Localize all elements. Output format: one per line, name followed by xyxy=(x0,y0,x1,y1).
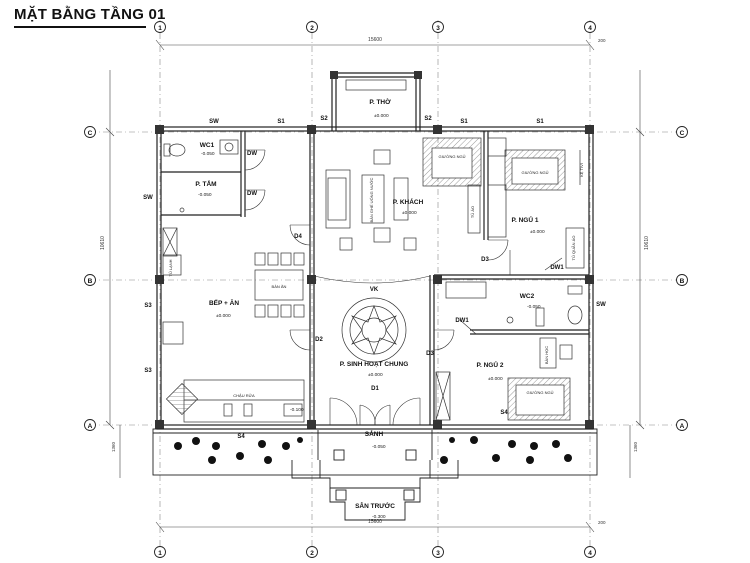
grid-bubbles xyxy=(84,21,688,558)
door-dw-a: DW xyxy=(247,151,257,157)
columns xyxy=(155,71,594,429)
window-s4-b: S4 xyxy=(500,410,508,416)
room-sinh-hoat: P. SINH HOẠT CHUNG xyxy=(340,361,409,368)
dining-table xyxy=(254,252,305,318)
label-giuong-ngu-1b: GIƯỜNG NGỦ xyxy=(521,170,548,175)
level-bep-an: ±0.000 xyxy=(216,313,231,319)
grid-row-c-right: C xyxy=(680,130,685,137)
room-p-tam: P. TẮM xyxy=(195,179,216,188)
dim-right-total: 10610 xyxy=(644,236,650,250)
floor-medallion xyxy=(341,297,407,363)
window-s1-b: S1 xyxy=(460,119,468,125)
grid-col-3-top: 3 xyxy=(436,25,440,32)
page-title: MẶT BẰNG TẦNG 01 xyxy=(14,6,166,23)
label-ban-ghe: BÀN GHẾ UỐNG NƯỚC xyxy=(369,177,374,222)
grid-col-2-top: 2 xyxy=(310,25,314,32)
room-san-truoc: SÂN TRƯỚC xyxy=(355,501,395,510)
window-s2-b: S2 xyxy=(424,116,432,122)
dim-right-lower: 1360 xyxy=(633,441,638,452)
grid-row-c-left: C xyxy=(88,130,93,137)
level-bench: -0.100 xyxy=(290,407,304,413)
label-tu-ao: TỦ ÁO xyxy=(470,206,475,218)
room-wc1: WC1 xyxy=(200,142,215,149)
front-doors xyxy=(329,397,421,426)
label-chau-rua: CHẬU RỬA xyxy=(233,393,255,398)
grid-col-2-bottom: 2 xyxy=(310,550,314,557)
label-giuong-ngu-2: GIƯỜNG NGỦ xyxy=(526,390,553,395)
porch xyxy=(152,428,598,521)
door-d4: D4 xyxy=(294,234,302,240)
level-wc2: -0.050 xyxy=(527,304,541,310)
stair-void xyxy=(313,275,431,284)
window-s2-a: S2 xyxy=(320,116,328,122)
dim-left-total: 10610 xyxy=(100,236,106,250)
void-vk: VK xyxy=(370,287,379,293)
level-p-tam: -0.050 xyxy=(198,192,212,198)
bedroom1-fixtures xyxy=(422,137,585,269)
label-tu-lanh: TỦ LẠNH xyxy=(168,259,173,276)
door-dw1-a: DW1 xyxy=(550,265,564,271)
grid-row-a-right: A xyxy=(680,423,685,430)
dim-top-small: 200 xyxy=(598,38,606,43)
label-giuong-ngu-1a: GIƯỜNG NGỦ xyxy=(438,154,465,159)
level-san-truoc: -0.300 xyxy=(372,514,386,520)
title-underline xyxy=(14,26,146,28)
room-wc2: WC2 xyxy=(520,293,535,300)
kitchen-fixtures xyxy=(162,227,305,423)
room-p-ngu-2: P. NGỦ 2 xyxy=(477,360,504,369)
door-d3-a: D3 xyxy=(426,351,434,357)
grid-col-1-top: 1 xyxy=(158,25,162,32)
level-p-ngu-1: ±0.000 xyxy=(530,229,545,235)
level-sanh: -0.050 xyxy=(372,444,386,450)
wc2-fixtures xyxy=(445,281,583,327)
grid-row-b-left: B xyxy=(88,278,93,285)
grid-row-b-right: B xyxy=(680,278,685,285)
door-d2: D2 xyxy=(315,337,323,343)
living-room-furniture xyxy=(325,79,417,251)
window-s4-a: S4 xyxy=(237,434,245,440)
dim-bottom-total: 15600 xyxy=(368,519,382,525)
window-s1-c: S1 xyxy=(536,119,544,125)
grid-col-4-bottom: 4 xyxy=(588,550,592,557)
label-ban-hoc: BÀN HỌC xyxy=(544,346,549,364)
window-s3-b: S3 xyxy=(144,368,152,374)
level-p-ngu-2: ±0.000 xyxy=(488,376,503,382)
door-swings xyxy=(244,149,563,351)
door-d3-b: D3 xyxy=(481,257,489,263)
label-ke-tivi: KỆ TIVI xyxy=(579,163,584,177)
door-dw1-b: DW1 xyxy=(455,318,469,324)
label-tu-quan-ao: TỦ QUẦN ÁO xyxy=(571,236,576,261)
bedroom2-fixtures xyxy=(435,337,573,421)
dimension-lines xyxy=(105,39,645,533)
grid-row-a-left: A xyxy=(88,423,93,430)
window-s3-a: S3 xyxy=(144,303,152,309)
window-sw-top: SW xyxy=(209,119,219,125)
window-sw-left: SW xyxy=(143,195,153,201)
label-ban-an: BÀN ĂN xyxy=(272,284,287,289)
grid-col-1-bottom: 1 xyxy=(158,550,162,557)
dim-top-total: 15600 xyxy=(368,37,382,43)
room-p-thu: P. THỜ xyxy=(369,97,391,106)
room-sanh: SẢNH xyxy=(365,429,384,438)
dim-left-lower: 1360 xyxy=(111,441,116,452)
window-sw-right: SW xyxy=(596,302,606,308)
window-s1-a: S1 xyxy=(277,119,285,125)
grid-col-4-top: 4 xyxy=(588,25,592,32)
room-bep-an: BẾP + ĂN xyxy=(209,297,239,307)
level-wc1: -0.050 xyxy=(201,151,215,157)
level-p-thu: ±0.000 xyxy=(374,113,389,119)
level-p-khach: ±0.000 xyxy=(402,210,417,216)
dim-bottom-small: 200 xyxy=(598,520,606,525)
door-d1: D1 xyxy=(371,386,379,392)
plants xyxy=(174,436,572,464)
wc1-fixtures xyxy=(163,139,239,213)
level-sinh-hoat: ±0.000 xyxy=(368,372,383,378)
grid-col-3-bottom: 3 xyxy=(436,550,440,557)
door-dw-b: DW xyxy=(247,191,257,197)
room-p-ngu-1: P. NGỦ 1 xyxy=(512,215,539,224)
room-p-khach: P. KHÁCH xyxy=(393,197,424,206)
